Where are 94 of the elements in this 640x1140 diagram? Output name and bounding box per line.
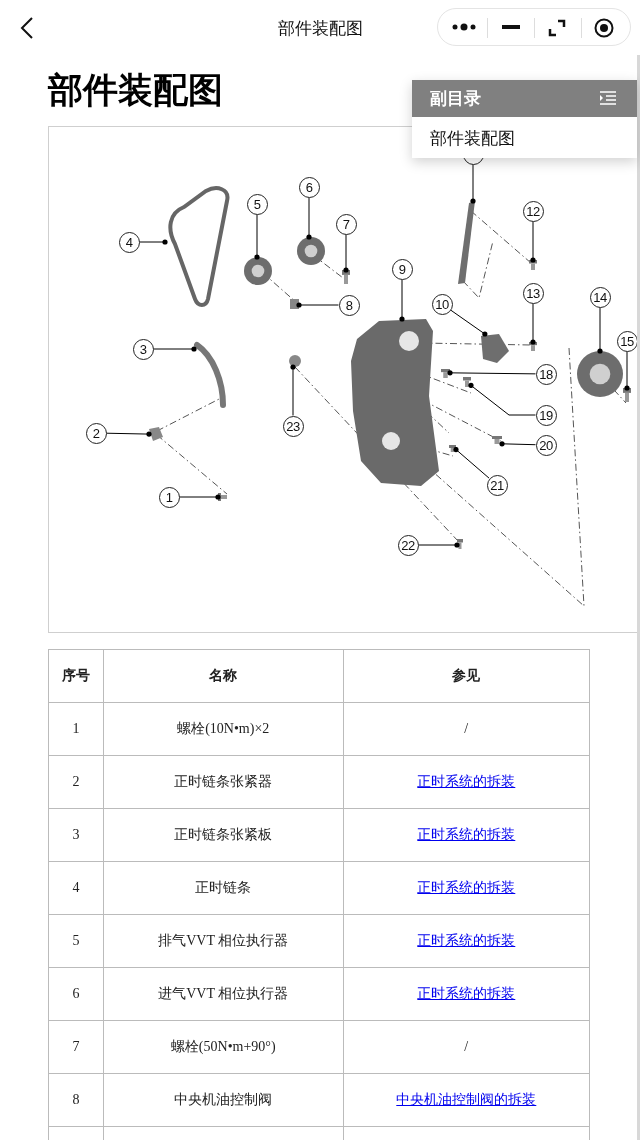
part-name: 螺栓(10N•m)×2 <box>103 702 344 756</box>
callout-number: 21 <box>486 474 508 496</box>
chain-guide-drawing <box>194 342 226 408</box>
callout-number: 13 <box>522 282 544 304</box>
panel-title: 副目录 <box>430 88 481 109</box>
part-name: 排气VVT 相位执行器 <box>103 914 344 968</box>
reference-link: 正时系统的拆装 <box>417 986 516 1001</box>
column-header: 参见 <box>343 649 590 703</box>
leader-line <box>179 494 221 500</box>
callout-number: 12 <box>522 200 544 222</box>
callout-number: 14 <box>589 286 611 308</box>
callout-number: 19 <box>535 404 557 426</box>
leader-line <box>447 370 536 376</box>
row-number: 1 <box>48 702 104 756</box>
row-number: 2 <box>48 755 104 809</box>
leader-line <box>153 346 197 352</box>
leader-line <box>106 431 152 437</box>
pulley-drawing <box>577 351 623 397</box>
callout-number: 2 <box>85 422 107 444</box>
callout-number: 22 <box>397 534 419 556</box>
part-name: 进气VVT 相位执行器 <box>103 967 344 1021</box>
reference-text: / <box>343 702 590 756</box>
column-header: 序号 <box>48 649 104 703</box>
bolt-drawing <box>529 342 537 351</box>
leader-line <box>470 164 476 204</box>
timing-chain-drawing <box>168 186 230 307</box>
sprocket-drawing <box>244 257 272 285</box>
leader-line <box>254 214 260 260</box>
reference-link: 正时系统的拆装 <box>417 827 516 842</box>
callout-number: 5 <box>246 193 268 215</box>
tensioner-drawing <box>149 427 163 441</box>
bolt-drawing <box>218 493 227 501</box>
callout-number: 18 <box>535 363 557 385</box>
callout-number: 8 <box>338 294 360 316</box>
bolt-drawing <box>457 539 463 549</box>
valve-drawing <box>290 299 299 309</box>
callout-number: 6 <box>298 176 320 198</box>
callout-number: 3 <box>132 338 154 360</box>
part-name: 正时链条张紧板 <box>103 808 344 862</box>
row-number: 7 <box>48 1020 104 1074</box>
bolt-drawing <box>529 260 537 270</box>
sprocket-drawing <box>297 237 325 265</box>
leader-line <box>530 221 536 263</box>
leader-line <box>453 446 490 479</box>
reference-link: 正时系统的拆装 <box>417 774 516 789</box>
leader-line <box>306 197 312 240</box>
callout-number: 15 <box>616 330 638 352</box>
bolt-drawing <box>463 377 471 387</box>
leader-line <box>296 302 339 308</box>
row-number: 6 <box>48 967 104 1021</box>
bolt-drawing <box>342 270 350 284</box>
leader-line <box>399 279 405 322</box>
table-of-contents-menu <box>412 80 637 158</box>
leader-line <box>624 351 630 391</box>
callout-number: 10 <box>431 293 453 315</box>
part-name: 螺栓(50N•m+90°) <box>103 1020 344 1074</box>
sensor-drawing <box>441 369 450 378</box>
page-title: 部件装配图 <box>276 17 364 40</box>
leader-line <box>450 309 488 337</box>
callout-number: 4 <box>118 231 140 253</box>
callout-number: 7 <box>335 213 357 235</box>
leader-line <box>530 303 536 345</box>
leader-line <box>468 382 536 416</box>
column-header: 名称 <box>103 649 344 703</box>
part-name: 正时链条 <box>103 861 344 915</box>
leader-line <box>290 364 296 416</box>
chain-guide-drawing <box>458 201 475 284</box>
row-number: 3 <box>48 808 104 862</box>
timing-cover-drawing <box>351 319 439 486</box>
plug-drawing <box>289 355 301 367</box>
callout-number: 20 <box>535 434 557 456</box>
callout-number: 1 <box>158 486 180 508</box>
callout-number: 23 <box>282 415 304 437</box>
callout-number: 9 <box>391 258 413 280</box>
reference-link: 中央机油控制阀的拆装 <box>396 1092 537 1107</box>
panel-link: 部件装配图 <box>430 128 515 149</box>
reference-link: 正时系统的拆装 <box>417 933 516 948</box>
row-number: 4 <box>48 861 104 915</box>
cover-plate-drawing <box>481 334 509 363</box>
part-name: 中央机油控制阀 <box>103 1073 344 1127</box>
bolt-drawing <box>492 436 502 444</box>
bolt-drawing <box>623 388 631 402</box>
part-name: 正时链条张紧器 <box>103 755 344 809</box>
leader-line <box>139 239 168 245</box>
leader-line <box>597 307 603 354</box>
row-number: 8 <box>48 1073 104 1127</box>
bolt-drawing <box>449 445 456 452</box>
page-heading: 部件装配图 <box>48 69 223 112</box>
leader-line <box>418 542 460 548</box>
row-number: 5 <box>48 914 104 968</box>
reference-link: 正时系统的拆装 <box>417 880 516 895</box>
reference-text: / <box>343 1020 590 1074</box>
leader-line <box>499 441 536 447</box>
leader-line <box>343 234 349 273</box>
